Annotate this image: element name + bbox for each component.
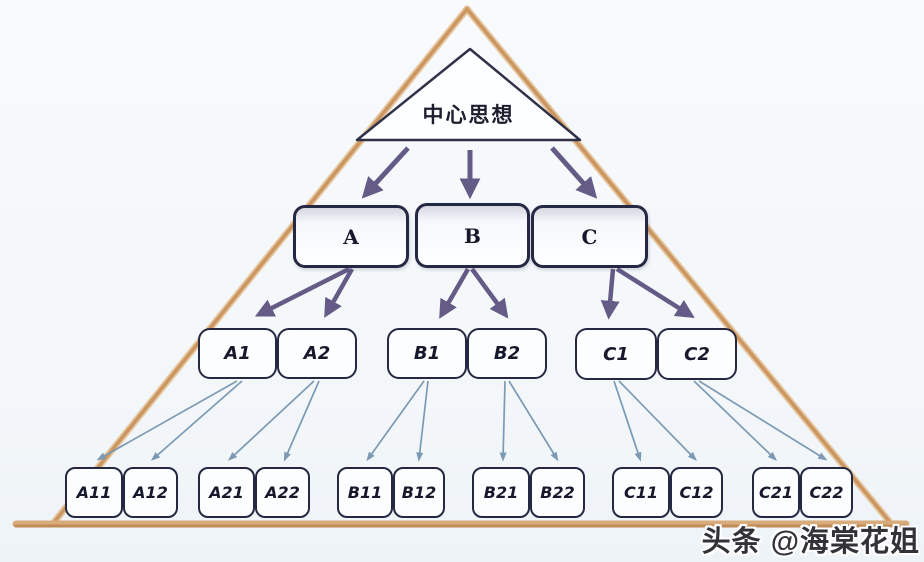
watermark-text: 头条 @海棠花姐	[701, 526, 920, 558]
node-B: B	[415, 203, 530, 268]
node-C: C	[531, 205, 648, 268]
apex-triangle-icon	[355, 47, 582, 142]
node-root-label: 中心思想	[422, 104, 515, 127]
node-C2: C2	[657, 328, 737, 380]
arrows-level3-icon	[96, 380, 828, 462]
node-A21: A21	[198, 467, 255, 518]
arrows-level2-icon	[254, 266, 695, 320]
node-B11: B11	[337, 467, 393, 518]
node-B1: B1	[387, 328, 467, 379]
node-B22: B22	[530, 467, 585, 518]
node-C22: C22	[800, 467, 853, 518]
pyramid-outline-icon	[12, 5, 910, 528]
node-C12: C12	[670, 467, 723, 518]
node-B12: B12	[393, 467, 445, 518]
node-A12: A12	[123, 467, 178, 518]
node-A11: A11	[65, 467, 123, 518]
node-A2: A2	[277, 328, 357, 379]
arrows-level1-icon	[361, 146, 598, 200]
node-B21: B21	[472, 467, 530, 518]
node-B2: B2	[467, 328, 547, 379]
node-A1: A1	[198, 328, 277, 379]
node-C1: C1	[575, 328, 657, 380]
node-C21: C21	[752, 467, 800, 518]
node-A: A	[293, 205, 409, 268]
node-A22: A22	[255, 467, 310, 518]
node-C11: C11	[612, 467, 670, 518]
